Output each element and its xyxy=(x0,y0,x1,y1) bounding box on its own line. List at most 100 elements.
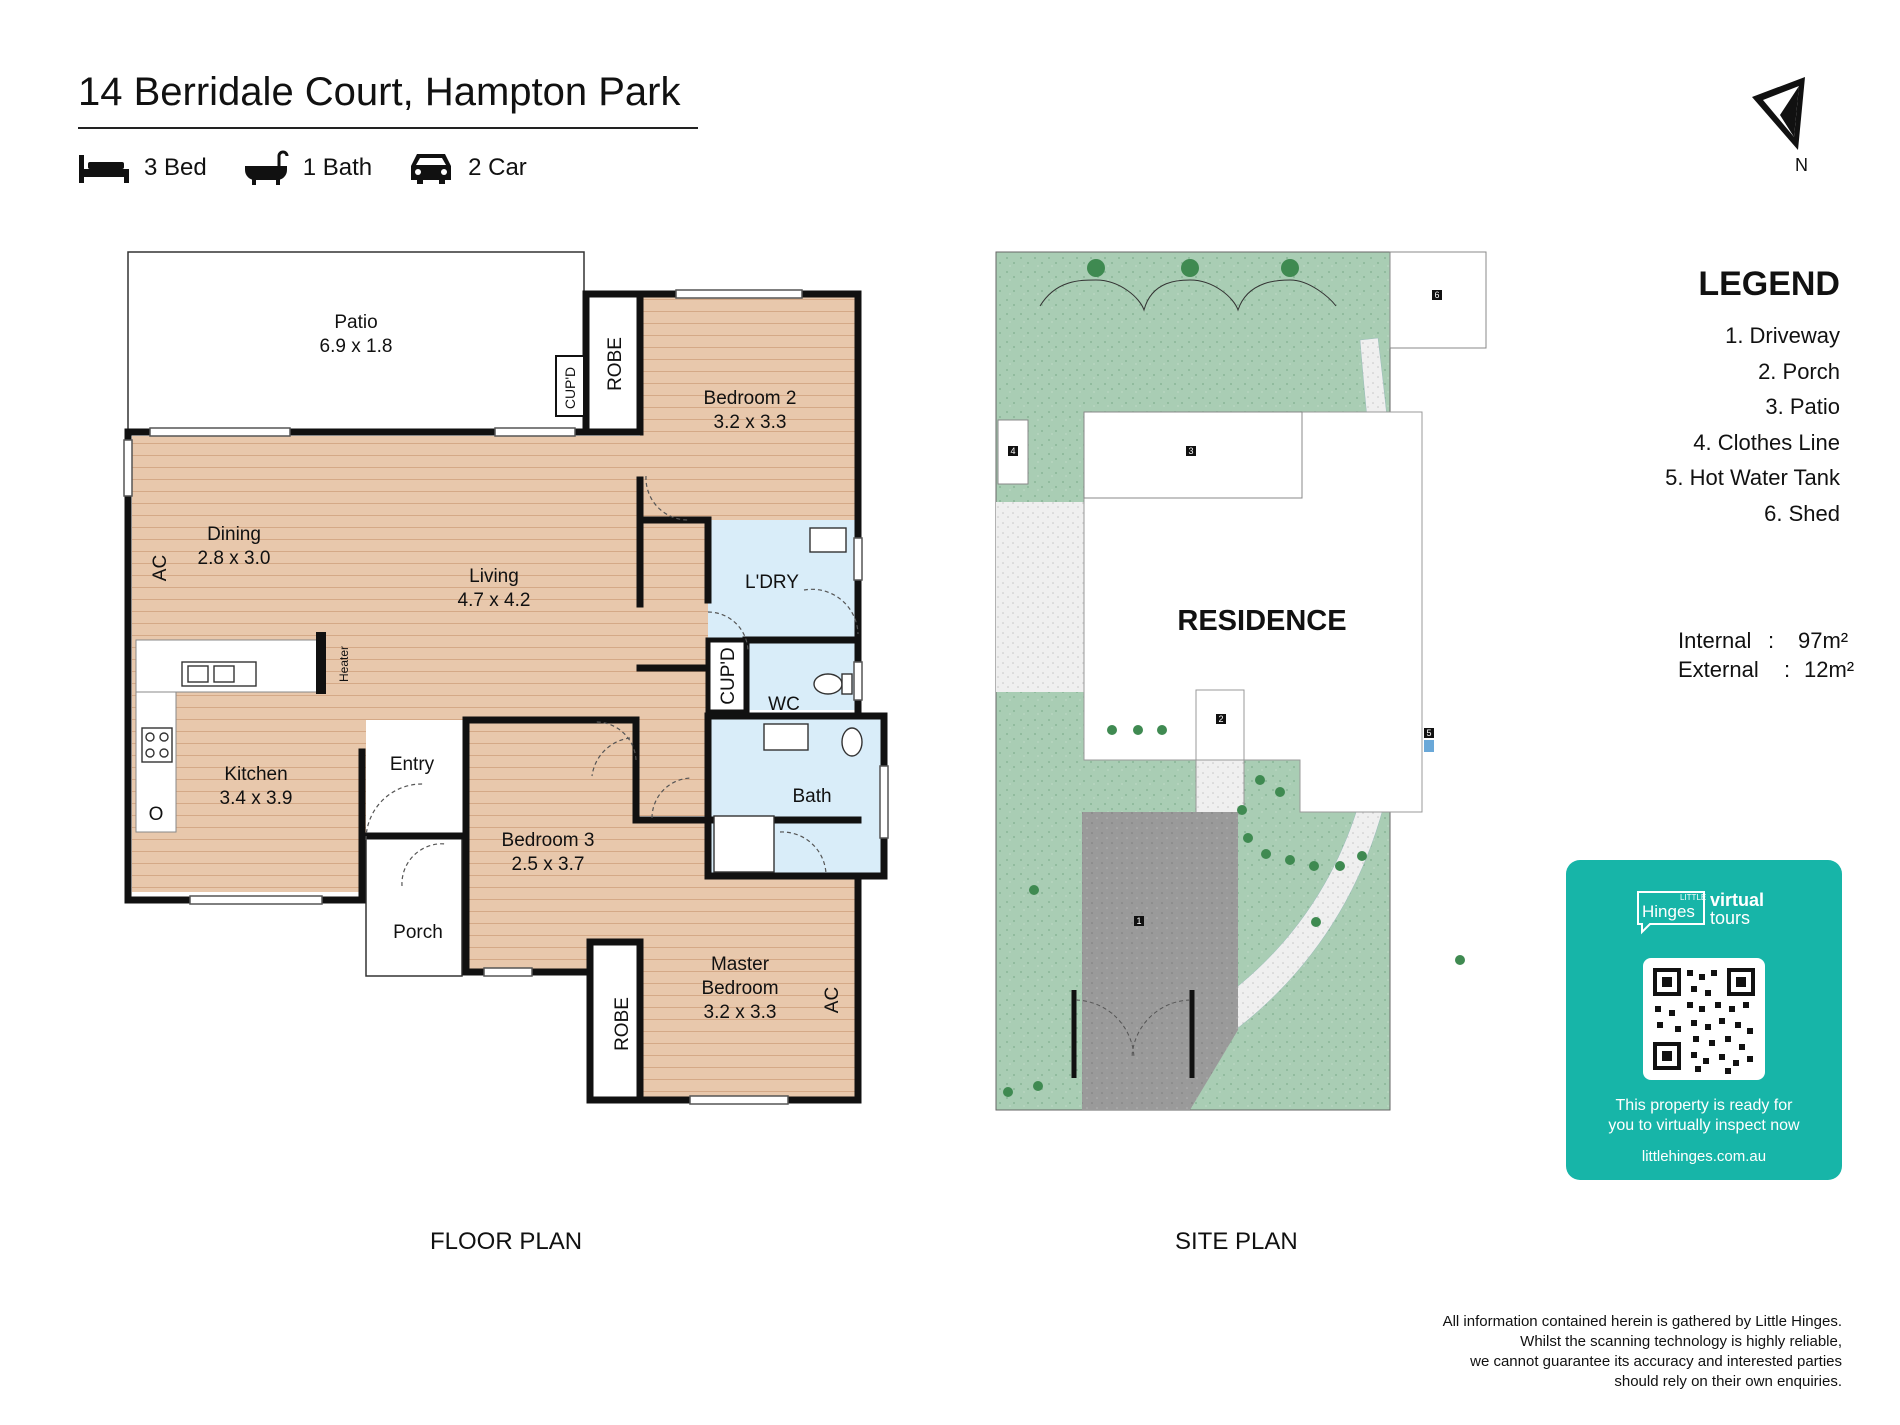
marker-1: 1 xyxy=(1136,916,1141,926)
speech-bubble-icon xyxy=(1637,891,1705,935)
internal-area-value: 97m² xyxy=(1798,628,1849,653)
kitchen-label: Kitchen xyxy=(224,764,287,785)
virtual-tours-card[interactable]: LITTLE Hinges virtual tours xyxy=(1566,860,1842,1180)
virtual-tour-message: This property is ready for you to virtua… xyxy=(1566,1096,1842,1136)
cupd-patio-label: CUP'D xyxy=(562,367,578,409)
legend-item: 2. Porch xyxy=(1758,358,1840,384)
marker-5: 5 xyxy=(1426,728,1431,738)
robe-top-wall xyxy=(582,290,644,436)
legend-item: 1. Driveway xyxy=(1725,323,1840,348)
laundry-label: L'DRY xyxy=(745,572,799,593)
bath-feature: 1 Bath xyxy=(243,150,372,186)
brand-name: Hinges xyxy=(1642,902,1695,921)
porch-label: Porch xyxy=(393,922,443,943)
hedge-line xyxy=(1039,279,1337,312)
porch-area xyxy=(365,835,463,977)
internal-area-sep: : xyxy=(1768,628,1775,653)
disclaimer: All information contained herein is gath… xyxy=(1300,1312,1842,1392)
site-plan-caption: SITE PLAN xyxy=(1175,1228,1298,1255)
bath-label: Bath xyxy=(792,786,831,807)
floor-plan: Patio 6.9 x 1.8 Bedroom 2 3.2 x 3.3 Dini… xyxy=(123,251,889,1105)
internal-area: Internal:97m² xyxy=(1678,628,1848,654)
bath-count: 1 Bath xyxy=(302,154,373,181)
heater xyxy=(316,632,326,694)
driveway xyxy=(1082,812,1238,1110)
virtual-tour-message-line1: This property is ready for xyxy=(1615,1097,1793,1114)
legend-list: 1. Driveway 2. Porch 3. Patio 4. Clothes… xyxy=(1560,318,1840,531)
north-label: N xyxy=(1795,155,1808,175)
qr-code-icon xyxy=(1653,968,1755,1074)
residence-footprint xyxy=(1083,411,1423,813)
bathtub-icon xyxy=(244,150,289,185)
marker-6: 6 xyxy=(1434,290,1439,300)
bedroom3-floor xyxy=(466,720,640,972)
ac-master-label: AC xyxy=(822,987,843,1013)
fixtures xyxy=(141,527,863,873)
wc-floor xyxy=(746,640,858,710)
floor-plan-caption: FLOOR PLAN xyxy=(430,1228,583,1255)
legend-item: 5. Hot Water Tank xyxy=(1665,465,1840,490)
marker-3: 3 xyxy=(1188,446,1193,456)
bed-feature: 3 Bed xyxy=(78,151,207,185)
gate-swing xyxy=(1075,999,1191,1059)
marker-1-bg xyxy=(1134,916,1144,926)
robe-master-label: ROBE xyxy=(612,997,633,1051)
disclaimer-line: All information contained herein is gath… xyxy=(1442,1313,1842,1330)
marker-4: 4 xyxy=(1010,446,1015,456)
page-title: 14 Berridale Court, Hampton Park xyxy=(78,70,681,114)
little-hinges-logo: LITTLE Hinges virtual tours xyxy=(1636,888,1786,938)
marker-2-bg xyxy=(1216,714,1226,724)
windows xyxy=(123,289,889,1105)
car-count: 2 Car xyxy=(468,154,527,181)
north-arrow-icon xyxy=(1752,77,1805,150)
trees xyxy=(1003,259,1465,1097)
bedroom3-label: Bedroom 3 xyxy=(502,830,595,851)
bedroom3-size: 2.5 x 3.7 xyxy=(512,854,585,875)
ac-dining-label: AC xyxy=(150,555,171,581)
internal-area-label: Internal xyxy=(1678,628,1752,653)
marker-6-bg xyxy=(1432,290,1442,300)
laundry-cupd xyxy=(705,637,749,715)
site-plan: 1 2 3 4 5 6 RESIDENCE xyxy=(995,251,1487,1111)
property-features: 3 Bed 1 Bath 2 Car xyxy=(78,148,563,188)
marker-3-bg xyxy=(1186,446,1196,456)
external-area-label: External xyxy=(1678,657,1759,682)
bedroom2-floor xyxy=(640,294,858,520)
kitchen-size: 3.4 x 3.9 xyxy=(220,788,293,809)
side-yard xyxy=(996,502,1084,692)
title-divider xyxy=(78,127,698,129)
entry-label: Entry xyxy=(390,754,435,775)
patio-cupd xyxy=(555,355,585,417)
external-area-sep: : xyxy=(1784,657,1791,682)
car-feature: 2 Car xyxy=(408,150,527,186)
robe-top-label: ROBE xyxy=(605,337,626,391)
external-area-value: 12m² xyxy=(1804,657,1855,682)
bedroom2-size: 3.2 x 3.3 xyxy=(714,412,787,433)
marker-2: 2 xyxy=(1218,714,1223,724)
brand-small: LITTLE xyxy=(1680,893,1707,902)
patio-area xyxy=(127,251,585,433)
legend-item: 4. Clothes Line xyxy=(1693,429,1840,455)
hot-water-tank xyxy=(1424,740,1434,752)
patio-label: Patio xyxy=(334,312,377,333)
disclaimer-line: should rely on their own enquiries. xyxy=(1614,1373,1842,1390)
external-area: External:12m² xyxy=(1678,657,1854,683)
legend-item: 6. Shed xyxy=(1764,500,1840,526)
legend-item: 3. Patio xyxy=(1765,394,1840,419)
doors xyxy=(365,475,859,887)
legend-title: LEGEND xyxy=(1698,265,1840,303)
car-icon xyxy=(411,154,452,184)
master-label-2: Bedroom xyxy=(701,978,778,999)
virtual-tour-url[interactable]: littlehinges.com.au xyxy=(1641,1148,1767,1165)
bed-count: 3 Bed xyxy=(144,154,207,181)
master-label-1: Master xyxy=(711,954,770,975)
master-size: 3.2 x 3.3 xyxy=(704,1002,777,1023)
cupd-laundry-label: CUP'D xyxy=(718,647,739,704)
dining-size: 2.8 x 3.0 xyxy=(198,548,271,569)
living-floor xyxy=(132,436,708,892)
qr-code[interactable] xyxy=(1643,958,1765,1080)
patio-size: 6.9 x 1.8 xyxy=(320,336,393,357)
heater-label: Heater xyxy=(337,646,351,682)
product-virtual: virtual xyxy=(1710,890,1765,910)
residence-label: RESIDENCE xyxy=(1177,605,1346,637)
